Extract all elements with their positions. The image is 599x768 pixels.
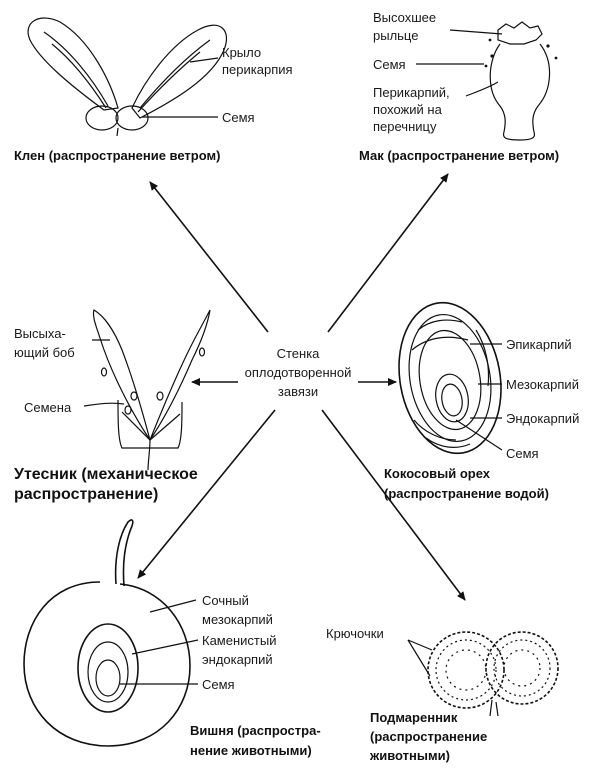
maple-wing-label-2: перикарпия: [222, 62, 293, 77]
gorse-seeds-label: Семена: [24, 400, 72, 415]
maple-right-wing: [132, 25, 226, 118]
cherry-seed-label: Семя: [202, 677, 235, 692]
poppy-pericarp-label-3: перечницу: [373, 119, 437, 134]
bedstraw-caption: Подмаренник: [370, 710, 458, 725]
svg-text:оплодотворенной: оплодотворенной: [245, 365, 352, 380]
poppy-capsule: [490, 44, 549, 132]
cherry-mesocarp-label-2: мезокарпий: [202, 612, 273, 627]
arrow-to-maple: [150, 182, 268, 332]
coconut-seed: [439, 383, 464, 418]
coconut-caption: Кокосовый орех: [384, 466, 491, 481]
cherry-mesocarp-label: Сочный: [202, 593, 249, 608]
svg-text:завязи: завязи: [278, 384, 318, 399]
poppy-stigma-label: Высохшее: [373, 10, 436, 25]
coconut-mesocarp-label: Мезокарпий: [506, 377, 579, 392]
bedstraw-hooks-label: Крючочки: [326, 626, 384, 641]
cherry-mesocarp: [24, 582, 190, 746]
center-label: Стенка оплодотворенной завязи: [245, 346, 352, 399]
poppy-caption: Мак (распространение ветром): [359, 148, 559, 163]
arrow-to-poppy: [328, 174, 448, 332]
poppy-seed-label: Семя: [373, 57, 406, 72]
bedstraw-caption-2: (распространение: [370, 729, 487, 744]
gorse-pod-right: [150, 310, 210, 440]
poppy-stigma-leader: [450, 30, 502, 34]
bedstraw-fruit-right: [486, 632, 558, 704]
bedstraw-illustration: [428, 632, 558, 716]
maple-seed-right: [116, 106, 148, 130]
maple-caption: Клен (распространение ветром): [14, 148, 220, 163]
poppy-pericarp-label: Перикарпий,: [373, 85, 450, 100]
cherry-endocarp-label: Каменистый: [202, 633, 276, 648]
maple-seed-left: [86, 106, 118, 130]
cherry-endocarp-label-2: эндокарпий: [202, 652, 273, 667]
cherry-mesocarp-leader: [150, 600, 196, 612]
gorse-pod-label: Высыха-: [14, 326, 66, 341]
cherry-illustration: [24, 520, 190, 746]
bedstraw-fruit-left: [428, 632, 504, 708]
bedstraw-caption-3: животными): [369, 748, 450, 763]
coconut-caption-2: (распространение водой): [384, 486, 549, 501]
coconut-illustration: [388, 294, 513, 461]
coconut-endocarp-label: Эндокарпий: [506, 411, 579, 426]
poppy-stigma: [498, 22, 542, 44]
svg-text:Стенка: Стенка: [277, 346, 321, 361]
coconut-epicarp-label: Эпикарпий: [506, 337, 572, 352]
gorse-illustration: [93, 310, 210, 470]
coconut-endocarp: [432, 372, 472, 425]
maple-wing-label: Крыло: [222, 45, 261, 60]
cherry-caption-2: нение животными): [190, 743, 312, 758]
maple-seed-label: Семя: [222, 110, 255, 125]
gorse-caption: Утесник (механическое: [14, 466, 198, 483]
maple-wing-leader: [190, 58, 218, 62]
cherry-endocarp: [78, 624, 138, 712]
gorse-caption-2: распространение): [14, 486, 158, 503]
cherry-seed: [96, 660, 120, 696]
coconut-seed-label: Семя: [506, 446, 539, 461]
poppy-pericarp-label-2: похожий на: [373, 102, 443, 117]
poppy-illustration: [485, 22, 558, 140]
poppy-stigma-label-2: рыльце: [373, 28, 418, 43]
cherry-caption: Вишня (распростра-: [190, 723, 321, 738]
gorse-pod-label-2: ющий боб: [14, 345, 75, 360]
cherry-stem: [116, 520, 133, 586]
maple-illustration: [28, 18, 226, 136]
arrow-to-cherry: [138, 410, 275, 578]
